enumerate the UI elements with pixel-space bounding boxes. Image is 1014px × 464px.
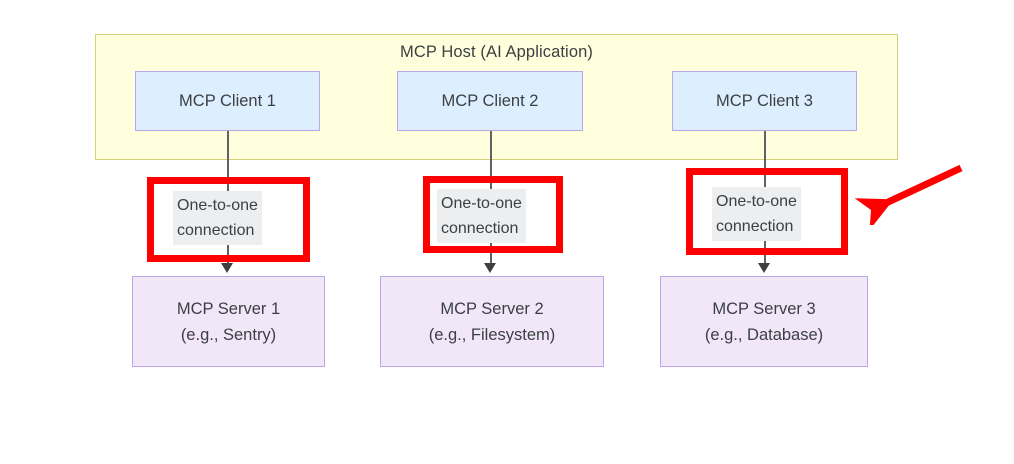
highlight-rect-1 — [147, 177, 310, 262]
connection-label-2: One-to-one connection — [437, 189, 526, 243]
mcp-client-3-box[interactable]: MCP Client 3 — [672, 71, 857, 131]
mcp-server-2-box[interactable]: MCP Server 2 (e.g., Filesystem) — [380, 276, 604, 367]
mcp-host-title: MCP Host (AI Application) — [400, 43, 593, 61]
connector-arrowhead-icon-3 — [758, 263, 770, 273]
mcp-client-2-label: MCP Client 2 — [441, 91, 539, 110]
highlight-rect-2 — [423, 176, 563, 253]
mcp-client-2-box[interactable]: MCP Client 2 — [397, 71, 583, 131]
mcp-server-3-example: (e.g., Database) — [704, 325, 824, 344]
mcp-server-2-example: (e.g., Filesystem) — [428, 325, 556, 344]
mcp-client-1-box[interactable]: MCP Client 1 — [135, 71, 320, 131]
mcp-server-2-name: MCP Server 2 — [440, 299, 544, 318]
mcp-server-1-name: MCP Server 1 — [176, 299, 281, 318]
annotation-arrow-icon — [855, 164, 963, 225]
connection-label-1: One-to-one connection — [173, 191, 262, 245]
mcp-server-1-box[interactable]: MCP Server 1 (e.g., Sentry) — [132, 276, 325, 367]
highlight-rect-3 — [686, 168, 848, 255]
connector-arrowhead-icon-1 — [221, 263, 233, 273]
mcp-server-1-example: (e.g., Sentry) — [180, 325, 277, 344]
mcp-client-1-label: MCP Client 1 — [179, 91, 276, 110]
mcp-server-3-box[interactable]: MCP Server 3 (e.g., Database) — [660, 276, 868, 367]
connector-arrowhead-icon-2 — [484, 263, 496, 273]
mcp-client-3-label: MCP Client 3 — [716, 91, 813, 110]
mcp-server-3-name: MCP Server 3 — [712, 299, 816, 318]
connection-label-3: One-to-one connection — [712, 187, 801, 241]
